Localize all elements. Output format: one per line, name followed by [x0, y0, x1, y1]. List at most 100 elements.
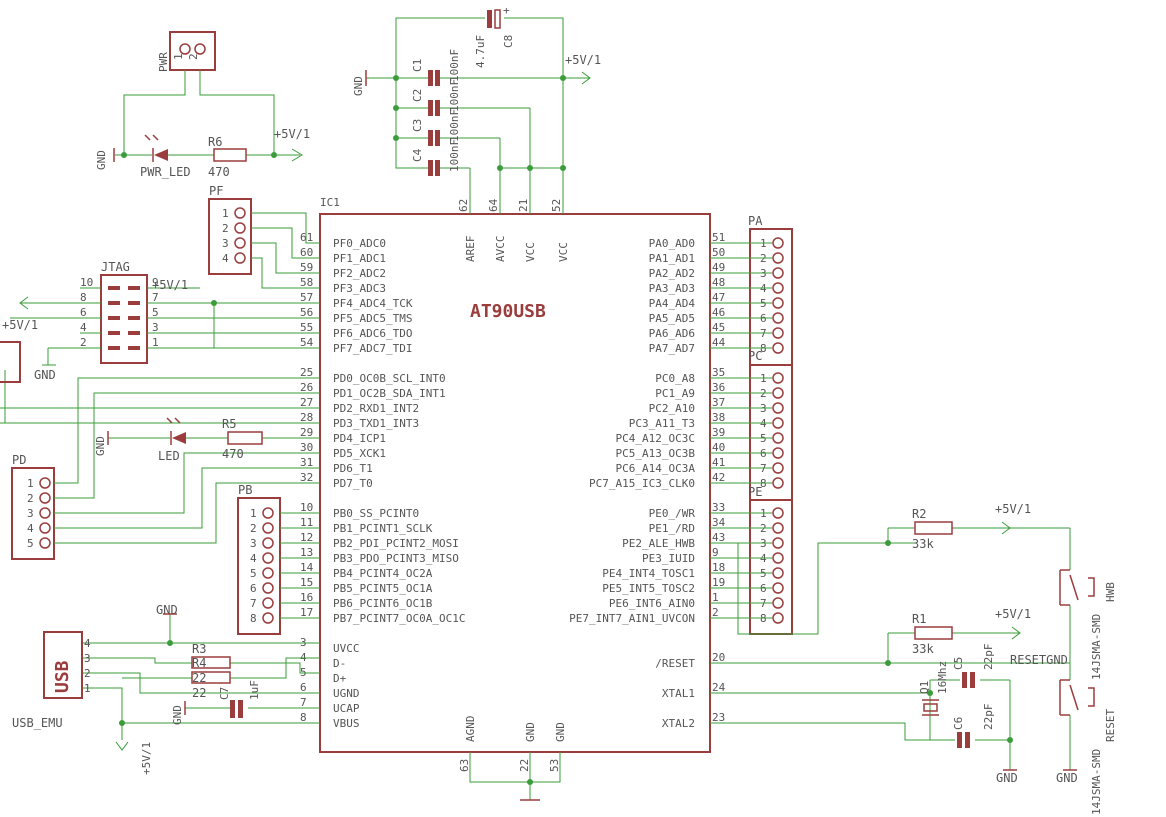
ic-pin-name: PB4_PCINT4_OC2A [333, 567, 433, 580]
ic-pin-name: /RESET [655, 657, 695, 670]
jtag-pin-number: 9 [152, 276, 159, 289]
usb-pin-3: 3 [84, 652, 91, 665]
ic-pin-name: PA3_AD3 [649, 282, 695, 295]
header-pb-label: PB [238, 483, 252, 497]
resistor-r5 [227, 431, 263, 445]
pwr-led [144, 134, 168, 162]
header-pin [262, 597, 274, 609]
ic-pin-number: 57 [300, 291, 313, 304]
header-pin-number: 5 [250, 567, 257, 580]
ic-pin-number: 8 [300, 711, 307, 724]
resistor-r1 [914, 626, 953, 640]
ic-pin-number: 29 [300, 426, 313, 439]
ic-pin-name: PE7_INT7_AIN1_UVCON [569, 612, 695, 625]
ic-pin-number: 27 [300, 396, 313, 409]
ic-pin-name: PF1_ADC1 [333, 252, 386, 265]
pwr-pin-2: 2 [187, 53, 200, 60]
header-pb [237, 497, 281, 635]
xtal-gnd-label: GND [996, 771, 1018, 785]
jtag-pin [128, 316, 140, 320]
r4-label: R4 [192, 656, 206, 670]
ic-pin-name: PA4_AD4 [649, 297, 696, 310]
resistor-r2 [914, 521, 953, 535]
ic-pin-name: PE0_/WR [649, 507, 696, 520]
sw2-label: 14JSMA-SMD [1090, 749, 1103, 815]
ic-pin-name: VCC [524, 242, 537, 262]
ic-pin-number: 10 [300, 501, 313, 514]
c1-label: C1 [411, 59, 424, 72]
header-pa [749, 228, 793, 366]
ic-pin-number: 17 [300, 606, 313, 619]
c4-label: C4 [411, 148, 424, 162]
pwr-vcc-label: +5V/1 [274, 127, 310, 141]
r5-label: R5 [222, 417, 236, 431]
pwr-gnd-label: GND [95, 150, 108, 170]
ic-pin-number: 16 [300, 591, 313, 604]
header-pin [772, 282, 784, 294]
reset-label: RESET [1104, 709, 1117, 742]
header-pin [772, 312, 784, 324]
ic-pin-number: 25 [300, 366, 313, 379]
usb-pin-4: 4 [84, 637, 91, 650]
ic-pin-number: 62 [457, 199, 470, 212]
ic-pin-number: 24 [712, 681, 726, 694]
sw-gnd-label: GND [1056, 771, 1078, 785]
ic-pin-name: PC7_A15_IC3_CLK0 [589, 477, 695, 490]
ic-pin-name: PD2_RXD1_INT2 [333, 402, 419, 415]
header-pin-number: 4 [27, 522, 34, 535]
ic-pin-number: 36 [712, 381, 725, 394]
header-pwr-label: PWR [157, 52, 170, 72]
ic-pin-number: 44 [712, 336, 726, 349]
ic-pin-name: AVCC [494, 236, 507, 263]
header-pin-number: 1 [250, 507, 257, 520]
ic-pin-number: 51 [712, 231, 725, 244]
ic-pin-number: 56 [300, 306, 313, 319]
ic-pin-number: 13 [300, 546, 313, 559]
header-jtag [100, 274, 148, 364]
ic-pin-name: GND [554, 722, 567, 742]
header-pc-label: PC [748, 349, 762, 363]
cap-c6 [957, 732, 962, 748]
header-pin [234, 207, 246, 219]
ic-pin-name: PB7_PCINT7_OC0A_OC1C [333, 612, 465, 625]
ic-pin-name: D+ [333, 672, 347, 685]
header-pin [262, 612, 274, 624]
jtag-pin-number: 1 [152, 336, 159, 349]
header-pin [262, 522, 274, 534]
ic-pin-number: 49 [712, 261, 725, 274]
ic-pin-number: 22 [518, 759, 531, 772]
header-pin [772, 612, 784, 624]
ic-pin-number: 58 [300, 276, 313, 289]
c2-label: C2 [411, 89, 424, 102]
ic-pin-name: PE4_INT4_TOSC1 [602, 567, 695, 580]
led-label: LED [158, 449, 180, 463]
ic-pin-name: XTAL2 [662, 717, 695, 730]
ic-pin-name: PE6_INT6_AIN0 [609, 597, 695, 610]
jtag-pin-number: 3 [152, 321, 159, 334]
c4-value: 100nF [448, 139, 461, 172]
jtag-pin [128, 331, 140, 335]
ic-pin-name: VBUS [333, 717, 360, 730]
ic-pin-number: 40 [712, 441, 725, 454]
header-pin [262, 507, 274, 519]
q1-label: Q1 [918, 681, 931, 694]
ic-pin-number: 21 [517, 199, 530, 212]
header-pin [772, 462, 784, 474]
ic-pin-name: PD3_TXD1_INT3 [333, 417, 419, 430]
ic-pin-name: PF6_ADC6_TDO [333, 327, 412, 340]
ic-pin-name: PC1_A9 [655, 387, 695, 400]
led-gnd-label: GND [94, 436, 107, 456]
ic-pin-number: 39 [712, 426, 725, 439]
ic-pin-name: PD6_T1 [333, 462, 373, 475]
header-pin [772, 402, 784, 414]
r5-value: 470 [222, 447, 244, 461]
header-pwr [169, 31, 216, 71]
ic-pin-number: 9 [712, 546, 719, 559]
ic-pin-number: 28 [300, 411, 313, 424]
c6-value: 22pF [982, 704, 995, 731]
ic-pin-name: PF5_ADC5_TMS [333, 312, 412, 325]
